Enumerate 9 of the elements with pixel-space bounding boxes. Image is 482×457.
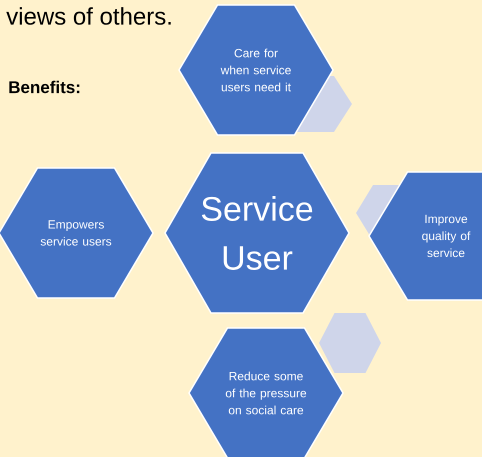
hexagon: Empowers service users [0, 167, 154, 299]
hexagon: Improve quality of service [368, 171, 482, 301]
hexagon: Care for when service users need it [178, 4, 334, 136]
decorative-hexagon [356, 184, 400, 235]
heading: Benefits: [9, 80, 80, 94]
hexagon: Service User [164, 152, 350, 314]
decorative-hexagon [319, 312, 381, 373]
decorative-hexagon [296, 76, 352, 132]
hexagon: Reduce some of the pressure on social care [188, 327, 344, 457]
